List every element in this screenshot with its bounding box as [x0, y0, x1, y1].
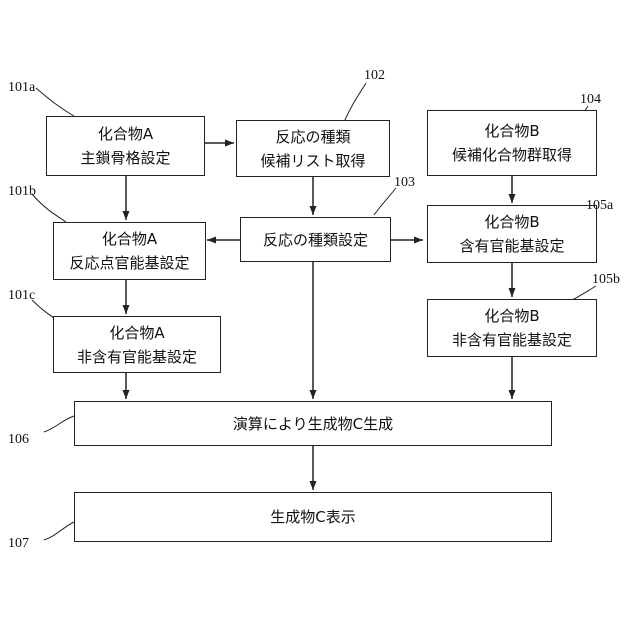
box-reaction-type-setting: 反応の種類設定: [240, 217, 391, 262]
box-line-1: 反応の種類設定: [263, 228, 368, 252]
box-compound-b-contained-groups: 化合物B 含有官能基設定: [427, 205, 597, 263]
leader-101a: [36, 88, 74, 116]
leader-105b: [572, 286, 596, 300]
ref-label-104: 104: [580, 92, 601, 108]
box-line-1: 化合物A: [102, 227, 157, 251]
ref-label-107: 107: [8, 536, 29, 552]
box-compound-b-noncontained-groups: 化合物B 非含有官能基設定: [427, 299, 597, 357]
box-line-1: 演算により生成物C生成: [233, 412, 393, 436]
leader-107: [44, 522, 74, 540]
box-line-1: 化合物A: [98, 122, 153, 146]
ref-label-105a: 105a: [586, 198, 613, 214]
leader-103: [374, 188, 396, 215]
box-line-2: 候補リスト取得: [260, 149, 365, 173]
leader-101b: [32, 194, 66, 222]
box-line-1: 生成物C表示: [270, 505, 355, 529]
box-line-2: 主鎖骨格設定: [80, 146, 170, 170]
box-line-2: 反応点官能基設定: [69, 251, 189, 275]
box-display-product-c: 生成物C表示: [74, 492, 552, 542]
ref-label-101c: 101c: [8, 288, 35, 304]
ref-label-102: 102: [364, 68, 385, 84]
box-generate-product-c: 演算により生成物C生成: [74, 401, 552, 446]
ref-label-103: 103: [394, 175, 415, 191]
ref-label-106: 106: [8, 432, 29, 448]
ref-label-101a: 101a: [8, 80, 35, 96]
box-compound-b-candidates: 化合物B 候補化合物群取得: [427, 110, 597, 176]
box-line-1: 化合物B: [484, 304, 539, 328]
box-line-1: 化合物A: [109, 321, 164, 345]
box-reaction-candidate-list: 反応の種類 候補リスト取得: [236, 120, 390, 177]
box-line-1: 化合物B: [484, 210, 539, 234]
box-line-1: 化合物B: [484, 119, 539, 143]
box-line-2: 非含有官能基設定: [452, 328, 572, 352]
box-compound-a-reaction-site: 化合物A 反応点官能基設定: [53, 222, 206, 280]
box-line-2: 含有官能基設定: [459, 234, 564, 258]
box-compound-a-main-chain: 化合物A 主鎖骨格設定: [46, 116, 205, 176]
box-compound-a-noncontained-groups: 化合物A 非含有官能基設定: [53, 316, 221, 373]
leader-106: [44, 416, 74, 432]
box-line-1: 反応の種類: [275, 125, 350, 149]
leader-102: [344, 83, 366, 122]
ref-label-101b: 101b: [8, 184, 36, 200]
box-line-2: 非含有官能基設定: [77, 345, 197, 369]
box-line-2: 候補化合物群取得: [452, 143, 572, 167]
ref-label-105b: 105b: [592, 272, 620, 288]
